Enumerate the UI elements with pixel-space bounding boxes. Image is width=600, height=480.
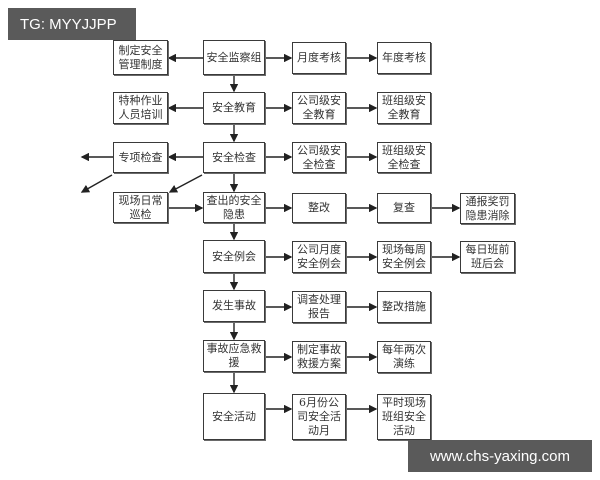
node-monthly-review: 月度考核 (292, 42, 346, 74)
node-corrective-measures: 整改措施 (377, 291, 431, 323)
node-biannual-drill: 每年两次 演练 (377, 341, 431, 373)
node-recheck: 复查 (377, 193, 431, 223)
node-daily-patrol: 现场日常 巡检 (113, 192, 168, 223)
node-report-rewards-penalties: 通报奖罚 隐患消除 (460, 193, 515, 224)
node-emergency-rescue: 事故应急救 援 (203, 340, 265, 372)
node-safety-activity: 安全活动 (203, 393, 265, 440)
node-rectification: 整改 (292, 193, 346, 223)
node-team-education: 班组级安 全教育 (377, 92, 431, 124)
node-weekly-site-meeting: 现场每周 安全例会 (377, 241, 431, 273)
node-investigation-report: 调查处理 报告 (292, 291, 346, 323)
node-safety-inspection: 安全检查 (203, 142, 265, 173)
node-june-safety-month: 6月份公 司安全活 动月 (292, 394, 346, 440)
node-safety-supervision-group: 安全监察组 (203, 40, 265, 75)
node-routine-team-activity: 平时现场 班组安全 活动 (377, 394, 431, 440)
node-team-inspection: 班组级安 全检查 (377, 142, 431, 173)
node-company-education: 公司级安 全教育 (292, 92, 346, 124)
watermark-top-left: TG: MYYJJPP (8, 8, 136, 40)
node-company-monthly-meeting: 公司月度 安全例会 (292, 241, 346, 273)
node-hazards-found: 查出的安全 隐患 (203, 192, 265, 223)
node-annual-review: 年度考核 (377, 42, 431, 74)
node-management-rules: 制定安全 管理制度 (113, 40, 168, 75)
node-rescue-plan: 制定事故 救援方案 (292, 341, 346, 373)
watermark-bottom-right: www.chs-yaxing.com (408, 440, 592, 472)
node-special-training: 特种作业 人员培训 (113, 92, 168, 124)
node-safety-meeting: 安全例会 (203, 240, 265, 273)
node-safety-education: 安全教育 (203, 92, 265, 124)
node-daily-shift-meeting: 每日班前 班后会 (460, 241, 515, 273)
node-company-inspection: 公司级安 全检查 (292, 142, 346, 173)
node-accident-occurs: 发生事故 (203, 290, 265, 322)
node-special-inspection: 专项检查 (113, 142, 168, 173)
